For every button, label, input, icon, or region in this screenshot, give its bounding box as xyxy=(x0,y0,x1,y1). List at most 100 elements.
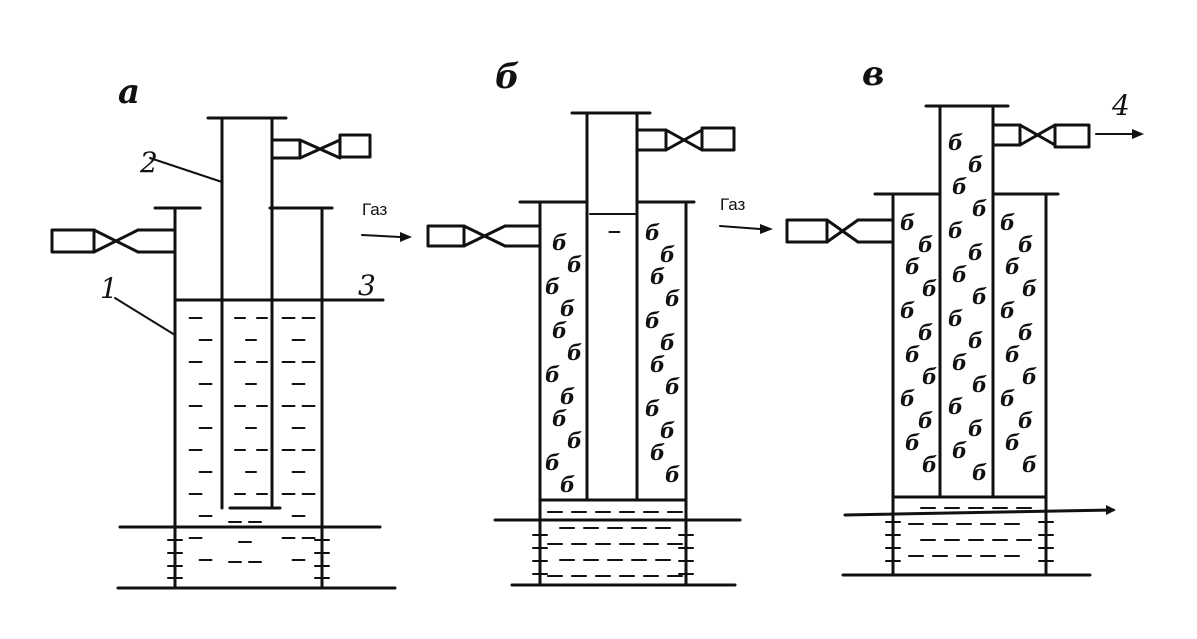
gas-bubble: б xyxy=(948,130,963,155)
gas-bubble: б xyxy=(972,284,987,309)
gas-bubble: б xyxy=(1005,254,1020,279)
gas-bubble: б xyxy=(660,330,675,355)
gas-bubble: б xyxy=(968,416,983,441)
inner-tube xyxy=(206,116,288,510)
gas-bubble: б xyxy=(660,242,675,267)
casing-perforations-right xyxy=(678,534,694,575)
inner-tube xyxy=(924,104,1010,499)
gas-bubble: б xyxy=(560,472,575,497)
gas-bubble: б xyxy=(545,274,560,299)
gas-bubble: б xyxy=(952,174,967,199)
outer-casing xyxy=(873,192,1060,577)
callout-3: 3 xyxy=(358,269,376,302)
gas-bubble: б xyxy=(968,328,983,353)
gas-bubble: б xyxy=(900,298,915,323)
callout-1: 1 xyxy=(100,272,118,305)
gas-bubble: б xyxy=(948,394,963,419)
gas-label-2: Газ xyxy=(720,195,746,214)
callout-2-leader xyxy=(149,157,223,183)
gas-bubble: б xyxy=(665,286,680,311)
gas-bubble: б xyxy=(650,264,665,289)
gas-bubble: б xyxy=(900,210,915,235)
liquid-fill xyxy=(908,507,1032,557)
gas-bubble: б xyxy=(645,396,660,421)
gas-bubble: б xyxy=(948,306,963,331)
gas-bubble: б xyxy=(918,408,933,433)
gas-bubble: б xyxy=(918,320,933,345)
gas-bubble: б xyxy=(560,384,575,409)
casing-perforations-left xyxy=(167,539,183,579)
gas-bubble: б xyxy=(948,218,963,243)
gas-bubble: б xyxy=(645,308,660,333)
gas-bubble: б xyxy=(665,374,680,399)
panel-a-label: a xyxy=(118,72,140,112)
gas-label-1: Газ xyxy=(362,200,388,219)
side-valve xyxy=(785,218,895,244)
gas-bubble: б xyxy=(918,232,933,257)
gas-bubble: б xyxy=(1022,364,1037,389)
gas-bubble: б xyxy=(650,352,665,377)
gas-bubble: б xyxy=(1000,210,1015,235)
inner-tube xyxy=(570,111,652,502)
gas-bubble: б xyxy=(552,406,567,431)
panel-b: б xyxy=(426,57,742,587)
casing-perforations-left xyxy=(885,521,901,562)
gas-bubble: б xyxy=(1022,276,1037,301)
casing-perforations-left xyxy=(532,534,548,575)
top-valve xyxy=(635,126,736,152)
panel-b-label: б xyxy=(495,57,520,97)
gas-bubble: б xyxy=(968,240,983,265)
outer-casing xyxy=(136,206,334,590)
gas-bubble: б xyxy=(650,440,665,465)
side-valve xyxy=(50,228,140,254)
gas-bubble: б xyxy=(645,220,660,245)
gas-bubble: б xyxy=(545,362,560,387)
gas-bubble: б xyxy=(665,462,680,487)
gas-bubble: б xyxy=(952,262,967,287)
gas-bubble: б xyxy=(972,460,987,485)
panel-a: a xyxy=(50,72,397,590)
gas-bubble: б xyxy=(952,438,967,463)
gas-bubble: б xyxy=(1018,320,1033,345)
gas-bubble: б xyxy=(972,196,987,221)
gas-bubble: б xyxy=(905,430,920,455)
ground-line-top xyxy=(843,508,1115,517)
gas-bubble: б xyxy=(968,152,983,177)
gas-bubble: б xyxy=(922,364,937,389)
gas-bubble: б xyxy=(567,252,582,277)
gas-arrow-2: Газ xyxy=(719,195,773,234)
callout-1-leader xyxy=(114,297,176,336)
gas-bubble: б xyxy=(905,342,920,367)
casing-perforations-right xyxy=(1038,521,1054,562)
liquid-fill xyxy=(188,317,316,563)
gas-bubble: б xyxy=(660,418,675,443)
outer-casing xyxy=(503,200,696,587)
panel-c: в xyxy=(785,54,1144,577)
top-valve xyxy=(270,133,372,160)
liquid-fill xyxy=(547,231,683,577)
gas-bubble: б xyxy=(1005,430,1020,455)
gas-bubble: б xyxy=(900,386,915,411)
gas-bubble: б xyxy=(1000,298,1015,323)
gas-bubble: б xyxy=(952,350,967,375)
gas-bubble: б xyxy=(567,428,582,453)
gas-bubble: б xyxy=(1022,452,1037,477)
gas-bubble: б xyxy=(905,254,920,279)
gas-bubble: б xyxy=(567,340,582,365)
panel-c-label: в xyxy=(862,54,884,94)
gas-bubble: б xyxy=(552,230,567,255)
callout-2: 2 xyxy=(139,146,158,179)
gas-bubble: б xyxy=(552,318,567,343)
gas-bubble: б xyxy=(545,450,560,475)
side-valve xyxy=(426,224,507,248)
gas-arrow-1: Газ xyxy=(361,200,412,242)
gas-bubble: б xyxy=(1018,232,1033,257)
gas-bubble: б xyxy=(1000,386,1015,411)
gas-bubble: б xyxy=(972,372,987,397)
gas-bubble: б xyxy=(922,276,937,301)
gas-bubble: б xyxy=(1018,408,1033,433)
gas-bubble: б xyxy=(922,452,937,477)
